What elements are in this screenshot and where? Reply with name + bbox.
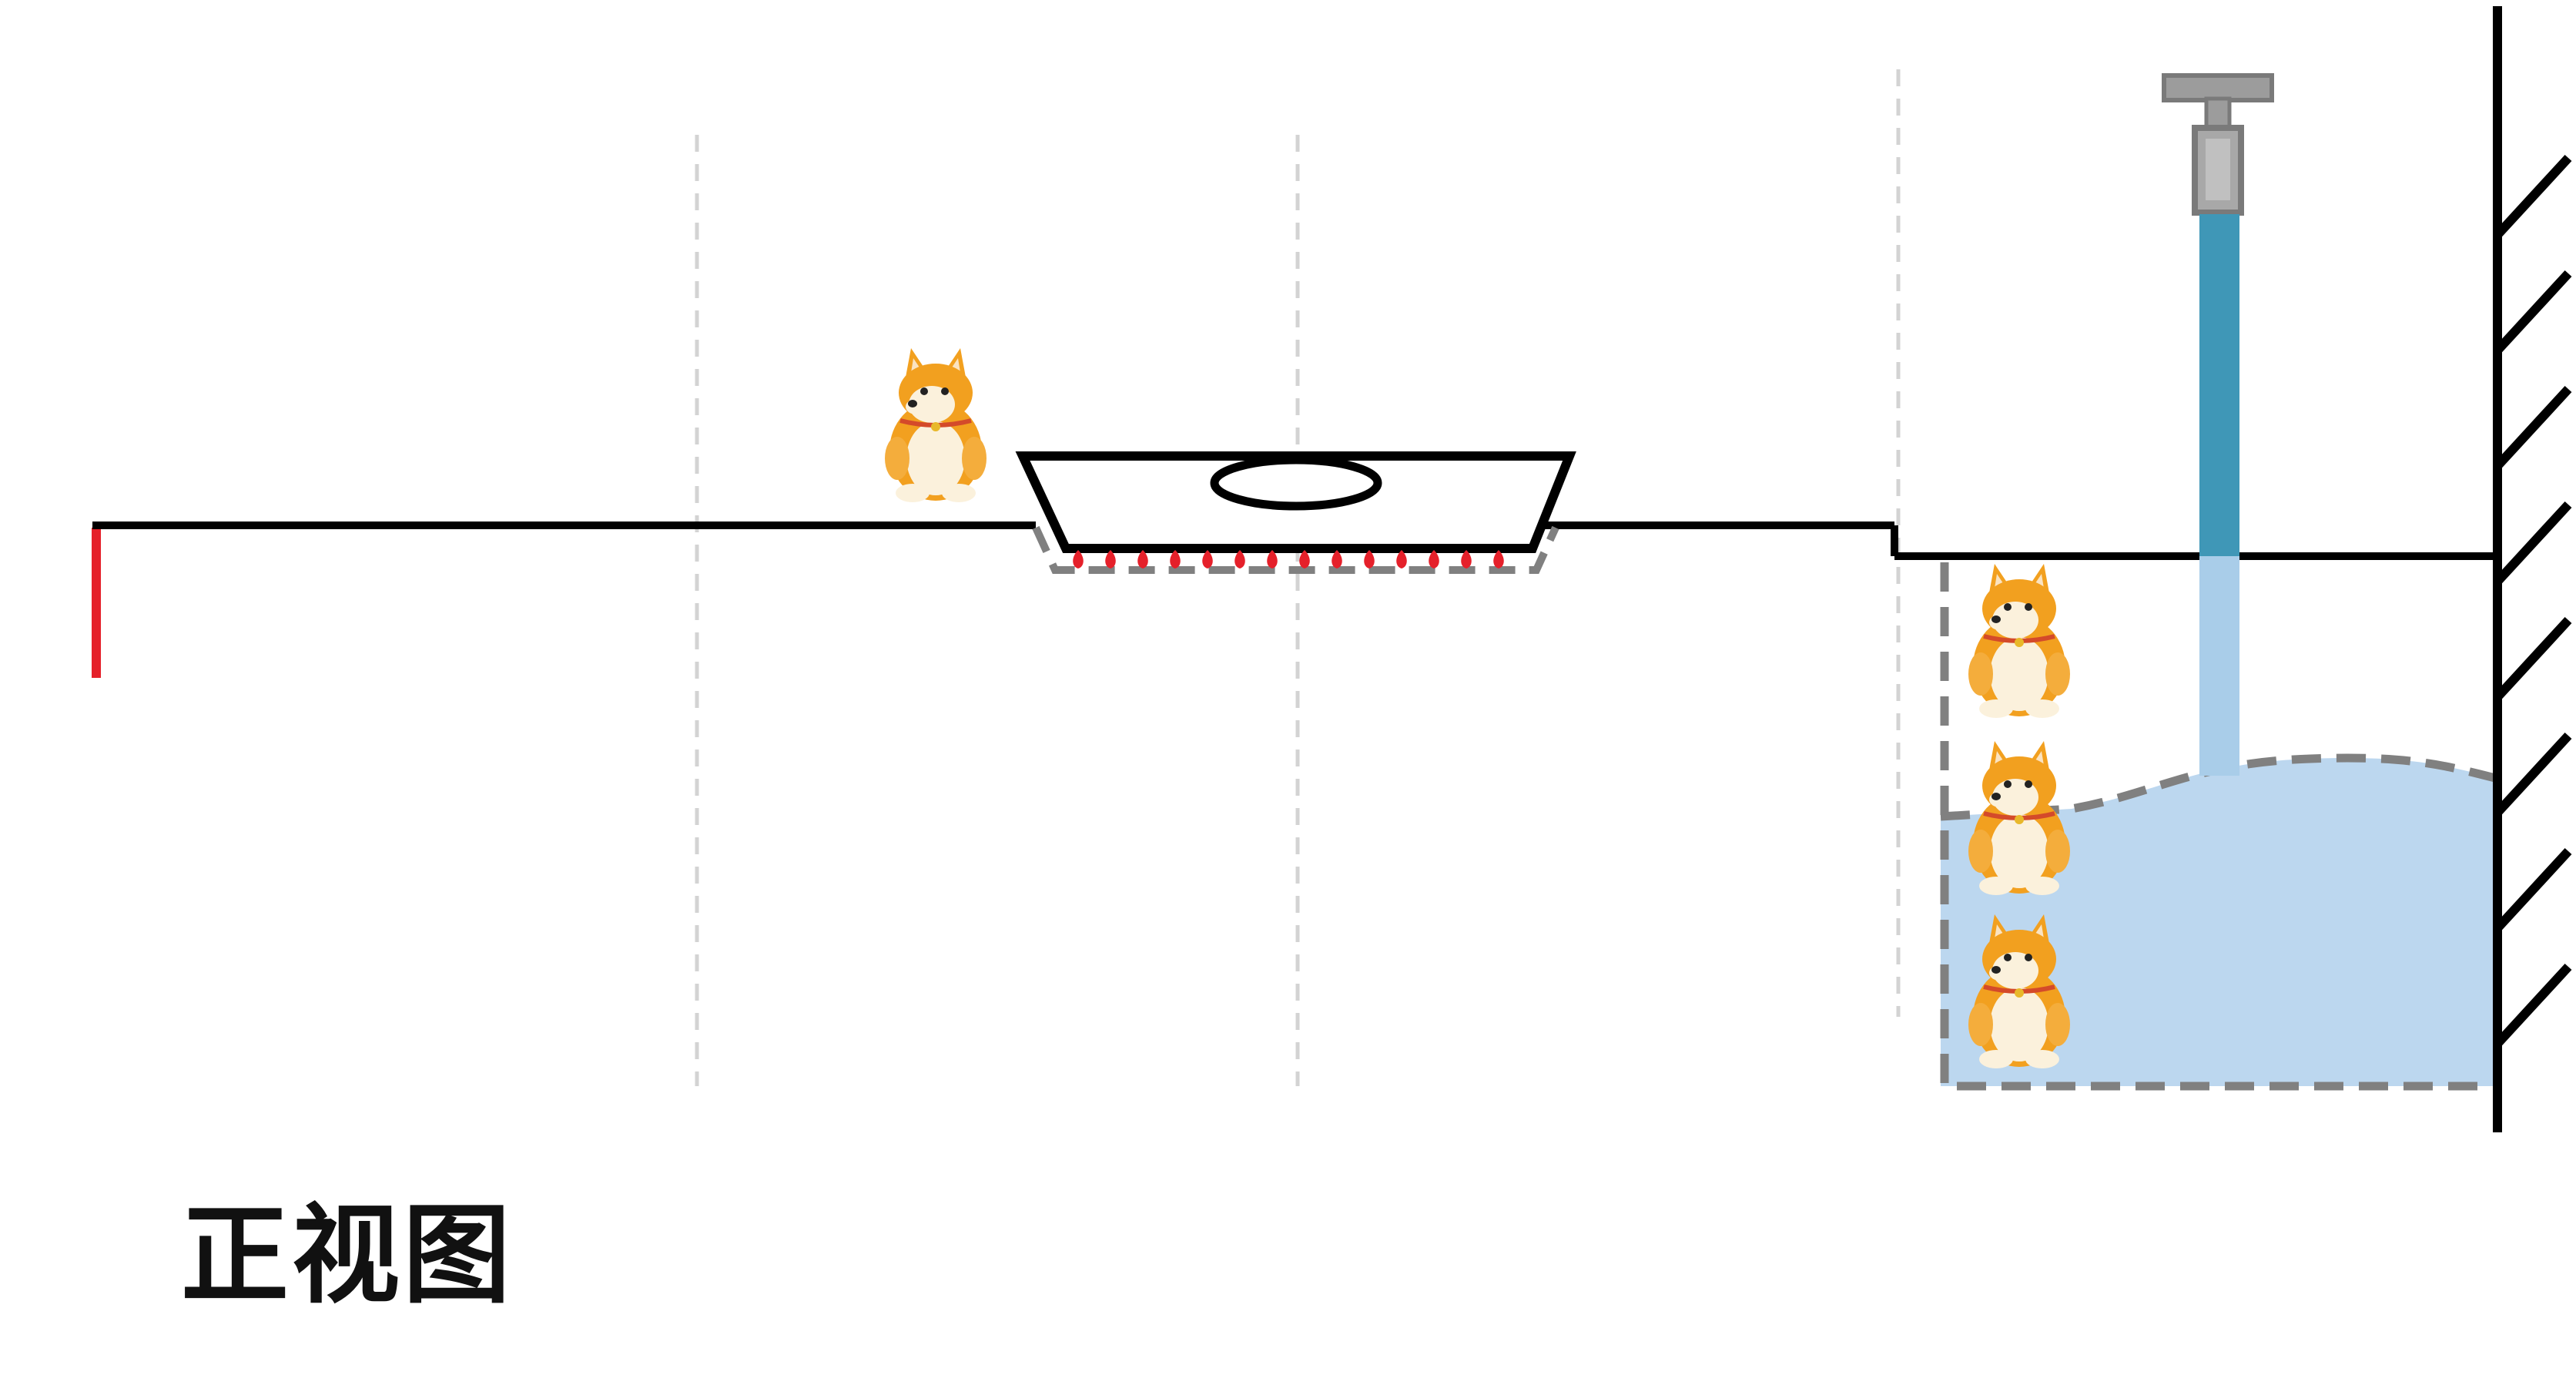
corgi-icon — [1968, 741, 2070, 895]
burner — [1032, 525, 1559, 574]
water-surface — [1940, 753, 2497, 821]
water-stream — [2199, 214, 2239, 556]
pan — [1015, 451, 1576, 553]
corgi-icon — [885, 348, 987, 502]
wall-hatch-icon — [2493, 6, 2572, 1132]
water-stream-falling — [2199, 556, 2239, 776]
water-body — [1941, 758, 2495, 1086]
view-label: 正视图 — [181, 1192, 514, 1319]
water-tank — [1940, 562, 2497, 1091]
corgi-icon — [1968, 564, 2070, 718]
faucet-icon — [2162, 73, 2274, 216]
pan-handle-ring — [1210, 455, 1382, 511]
main-track — [92, 521, 2499, 560]
guide-lines — [695, 69, 1901, 1086]
